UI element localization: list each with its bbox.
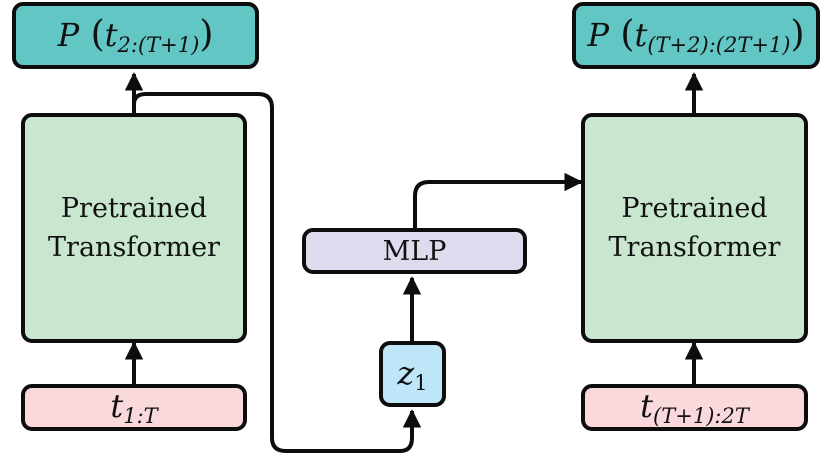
mlp-label: MLP xyxy=(382,235,447,267)
right-output-box: P (t(T+2):(2T+1)) xyxy=(572,2,820,69)
latent-z1-math: z1 xyxy=(397,353,428,395)
right-output-math: P (t(T+2):(2T+1)) xyxy=(587,14,805,57)
right-input-box: t(T+1):2T xyxy=(581,384,808,431)
left-transformer-label-line1: Pretrained xyxy=(60,193,208,224)
latent-z1-box: z1 xyxy=(379,341,446,407)
left-output-box: P (t2:(T+1)) xyxy=(12,2,259,69)
left-output-math: P (t2:(T+1)) xyxy=(57,14,214,57)
left-transformer-box: Pretrained Transformer xyxy=(21,113,247,343)
right-input-math: t(T+1):2T xyxy=(640,387,749,428)
left-input-math: t1:T xyxy=(110,387,158,428)
arrow-mlp-to-right-transformer xyxy=(413,172,583,228)
right-transformer-label-line2: Transformer xyxy=(608,232,781,263)
left-transformer-label-line2: Transformer xyxy=(48,232,220,263)
right-transformer-box: Pretrained Transformer xyxy=(581,113,808,343)
right-transformer-label-line1: Pretrained xyxy=(621,193,768,224)
mlp-box: MLP xyxy=(302,228,527,274)
left-input-box: t1:T xyxy=(21,384,247,431)
arrow-hidden-state-to-latent xyxy=(132,92,422,453)
